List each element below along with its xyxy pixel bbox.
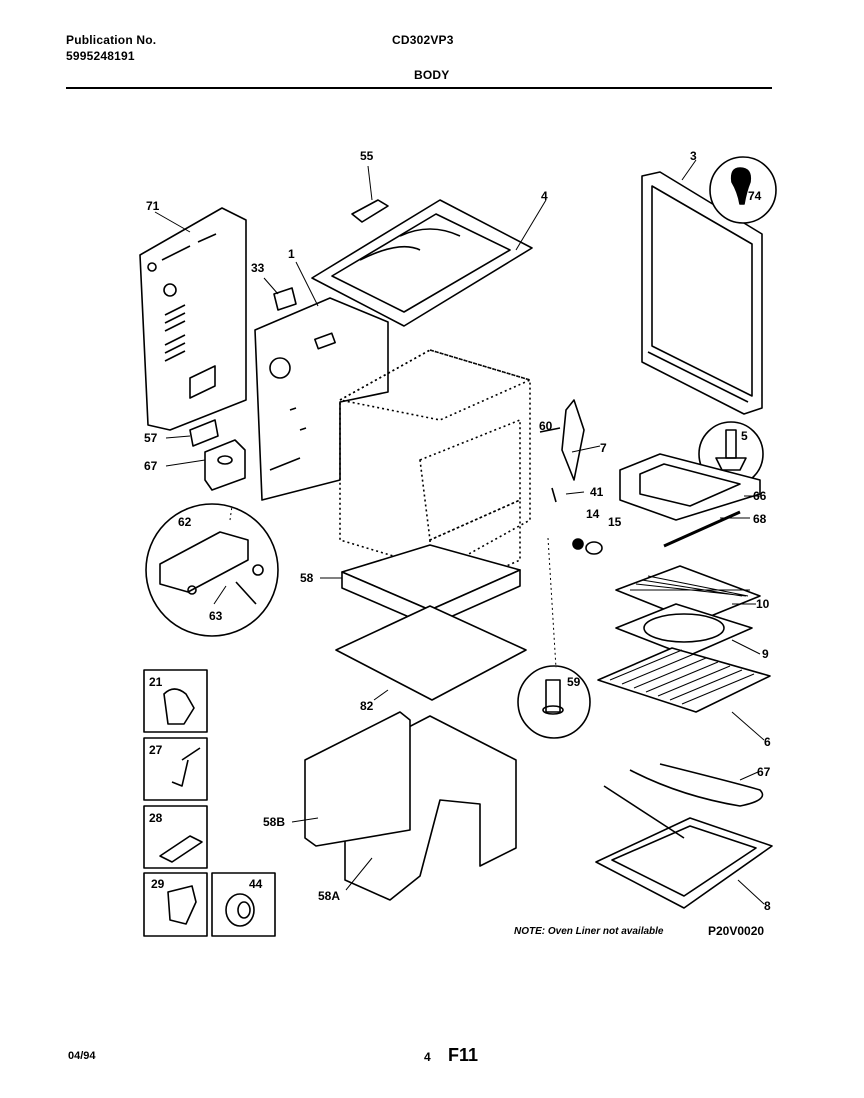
label-67: 67: [144, 459, 158, 473]
part-labels: 71 1 33 55 4 3 74 5 57 67 60 7 41 66 68 …: [144, 149, 771, 913]
detail-circle-part-62: [145, 503, 279, 637]
label-63: 63: [209, 609, 223, 623]
detail-circle-part-59: [517, 665, 591, 739]
label-9: 9: [762, 647, 769, 661]
dashed-leaders: [229, 505, 557, 669]
pin-part-41: [551, 487, 557, 503]
clip-part-33: [273, 287, 297, 311]
label-57: 57: [144, 431, 158, 445]
label-60: 60: [539, 419, 553, 433]
wire-harness-part-67: [629, 763, 764, 807]
label-58: 58: [300, 571, 314, 585]
broil-element-part-66: [619, 453, 761, 521]
inset-box-part-29: [143, 872, 208, 937]
label-71: 71: [146, 199, 160, 213]
cabinet-frame-part-1: [254, 297, 389, 501]
label-66: 66: [753, 489, 767, 503]
label-58a: 58A: [318, 889, 340, 903]
label-67b: 67: [757, 765, 771, 779]
figure-code: P20V0020: [708, 924, 765, 938]
burner-tube-part-7: [561, 399, 585, 481]
detail-circle-part-74: [709, 156, 777, 224]
label-68: 68: [753, 512, 767, 526]
footer-page-number: 4: [424, 1050, 431, 1064]
label-33: 33: [251, 261, 265, 275]
model-number: CD302VP3: [392, 33, 454, 47]
label-82: 82: [360, 699, 374, 713]
drawer-pan-part-8: [595, 785, 773, 909]
bottom-panel-part-82: [335, 605, 527, 701]
oven-liner-note: NOTE: Oven Liner not available: [514, 926, 664, 937]
publication-number: 5995248191: [66, 49, 135, 63]
inset-box-part-28: [143, 805, 208, 869]
cap-part-15: [585, 541, 603, 555]
side-panel-part-71: [139, 207, 247, 431]
publication-label: Publication No.: [66, 33, 157, 47]
label-8: 8: [764, 899, 771, 913]
door-frame-part-3: [641, 171, 763, 415]
top-frame-part-4: [311, 199, 533, 327]
label-10: 10: [756, 597, 770, 611]
bracket-part-55: [351, 199, 389, 223]
bracket-part-57: [189, 419, 219, 447]
footer-date: 04/94: [68, 1050, 96, 1062]
section-title: BODY: [414, 68, 450, 82]
valve-part-14: [572, 538, 584, 550]
label-1: 1: [288, 247, 295, 261]
label-3: 3: [690, 149, 697, 163]
label-6: 6: [764, 735, 771, 749]
inset-box-part-27: [143, 737, 208, 801]
oven-rack-part-6: [597, 647, 771, 713]
label-21: 21: [149, 675, 163, 689]
block-part-67: [204, 439, 246, 491]
inset-box-part-21: [143, 669, 208, 733]
label-7: 7: [600, 441, 607, 455]
label-29: 29: [151, 877, 165, 891]
label-4: 4: [541, 189, 548, 203]
label-5: 5: [741, 429, 748, 443]
leader-lines: [154, 159, 765, 905]
label-27: 27: [149, 743, 163, 757]
insulation-part-58b: [304, 711, 411, 847]
screw-part-60: [539, 427, 561, 433]
inset-box-part-44: [211, 872, 276, 937]
label-14: 14: [586, 507, 600, 521]
label-74: 74: [748, 189, 762, 203]
label-44: 44: [249, 877, 263, 891]
label-58b: 58B: [263, 815, 285, 829]
footer-figure-id: F11: [448, 1045, 479, 1065]
broil-pan-part-9: [615, 603, 753, 657]
label-15: 15: [608, 515, 622, 529]
label-28: 28: [149, 811, 163, 825]
label-55: 55: [360, 149, 374, 163]
label-59: 59: [567, 675, 581, 689]
label-41: 41: [590, 485, 604, 499]
label-62: 62: [178, 515, 192, 529]
header-rule: [66, 87, 772, 89]
